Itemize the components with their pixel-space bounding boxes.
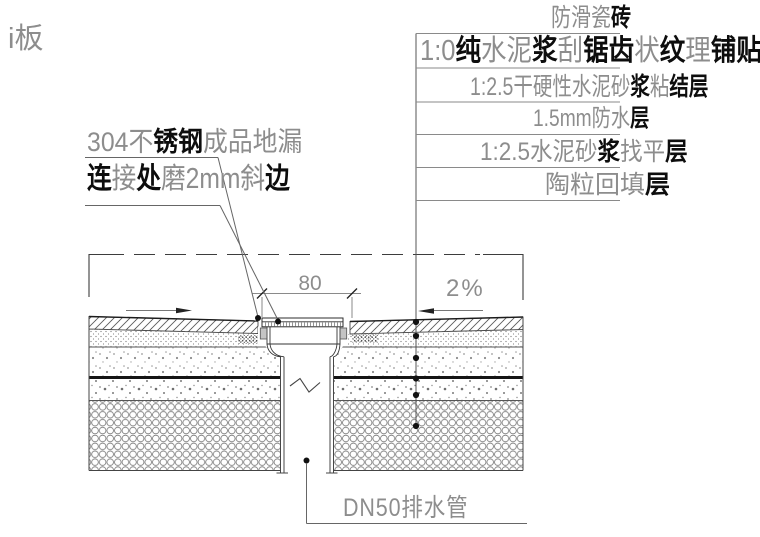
- pipe-leader: [303, 457, 527, 524]
- slope-value: 2%: [446, 275, 485, 302]
- bonding-layer: [89, 329, 523, 347]
- layer-label-waterproof: 1.5mm防水层: [533, 105, 650, 132]
- pipe-label: DN50排水管: [343, 494, 469, 522]
- layer-label-bonding: 1:2.5干硬性水泥砂浆粘结层: [470, 73, 709, 101]
- bevel-label: 连接处磨2mm斜边: [87, 163, 290, 195]
- pipe-break-symbol: [289, 377, 321, 393]
- drain-label: 304不锈钢成品地漏: [87, 127, 303, 157]
- floor-edges: [88, 316, 524, 471]
- drain-clamp-right: [339, 327, 348, 340]
- drain-grate: [263, 322, 342, 327]
- dimension-80: [252, 288, 361, 318]
- slope-arrow-right: [418, 308, 483, 314]
- drain-clamp-left: [259, 327, 268, 340]
- drain-leader-lines: [85, 157, 281, 325]
- layer-label-tile: 防滑瓷砖: [551, 4, 632, 32]
- layer-label-cement-paste: 1:0纯水泥浆刮锯齿状纹理铺贴: [420, 35, 760, 67]
- layer-leader: [412, 33, 620, 430]
- section-boundary: [88, 253, 524, 300]
- slope-arrow-left: [126, 307, 192, 314]
- dimension-value: 80: [298, 272, 322, 295]
- clipped-slab-label: i板: [8, 23, 44, 55]
- layer-label-screed: 1:2.5水泥砂浆找平层: [480, 138, 688, 166]
- floor-drain: [258, 317, 348, 474]
- drain-pipe: [262, 344, 345, 474]
- layer-label-backfill: 陶粒回填层: [545, 171, 671, 199]
